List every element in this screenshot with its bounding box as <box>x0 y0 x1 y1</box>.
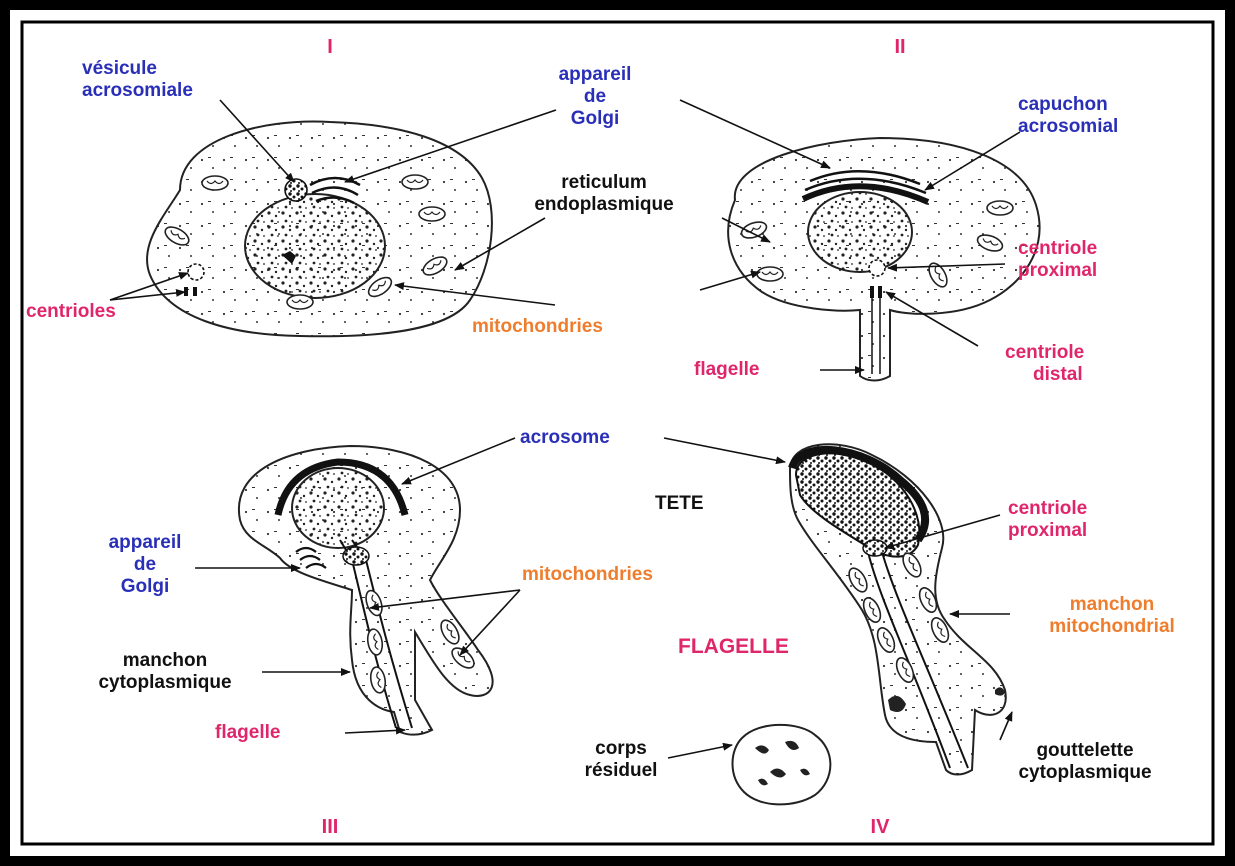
residual-body <box>733 725 831 805</box>
stage-2-cell <box>728 138 1039 381</box>
label-flagelle-3: flagelle <box>215 722 280 744</box>
label-capuchon-acrosomial: capuchon acrosomial <box>1018 94 1118 138</box>
label-appareil-golgi-top: appareil de Golgi <box>540 64 650 130</box>
label-centriole-distal: centriole distal <box>1005 342 1084 386</box>
label-manchon-cytoplasmique: manchon cytoplasmique <box>60 650 270 694</box>
label-flagelle-caps: FLAGELLE <box>678 636 789 658</box>
stage-label-3: III <box>300 816 360 838</box>
stage-1-cell <box>147 122 492 337</box>
label-centriole-proximal-2: centriole proximal <box>1018 238 1097 282</box>
label-centrioles: centrioles <box>26 301 116 323</box>
stage-label-4: IV <box>850 816 910 838</box>
label-corps-residuel: corps résiduel <box>572 738 670 782</box>
label-mitochondries-1: mitochondries <box>472 316 603 338</box>
label-manchon-mitochondrial: manchon mitochondrial <box>1012 594 1212 638</box>
label-acrosome: acrosome <box>520 427 610 449</box>
stage-label-1: I <box>300 36 360 58</box>
label-centriole-proximal-4: centriole proximal <box>1008 498 1087 542</box>
label-reticulum-endoplasmique: reticulum endoplasmique <box>488 172 720 216</box>
stage-label-2: II <box>870 36 930 58</box>
inner-border <box>22 22 1213 844</box>
stage-3-cell <box>239 446 493 735</box>
label-mitochondries-3: mitochondries <box>522 564 653 586</box>
label-appareil-golgi-3: appareil de Golgi <box>80 532 210 598</box>
stage-4-cell <box>790 444 1006 774</box>
label-tete: TETE <box>655 493 704 515</box>
label-vesicule-acrosomiale: vésicule acrosomiale <box>82 58 193 102</box>
label-flagelle-2: flagelle <box>694 359 759 381</box>
label-gouttelette-cytoplasmique: gouttelette cytoplasmique <box>985 740 1185 784</box>
